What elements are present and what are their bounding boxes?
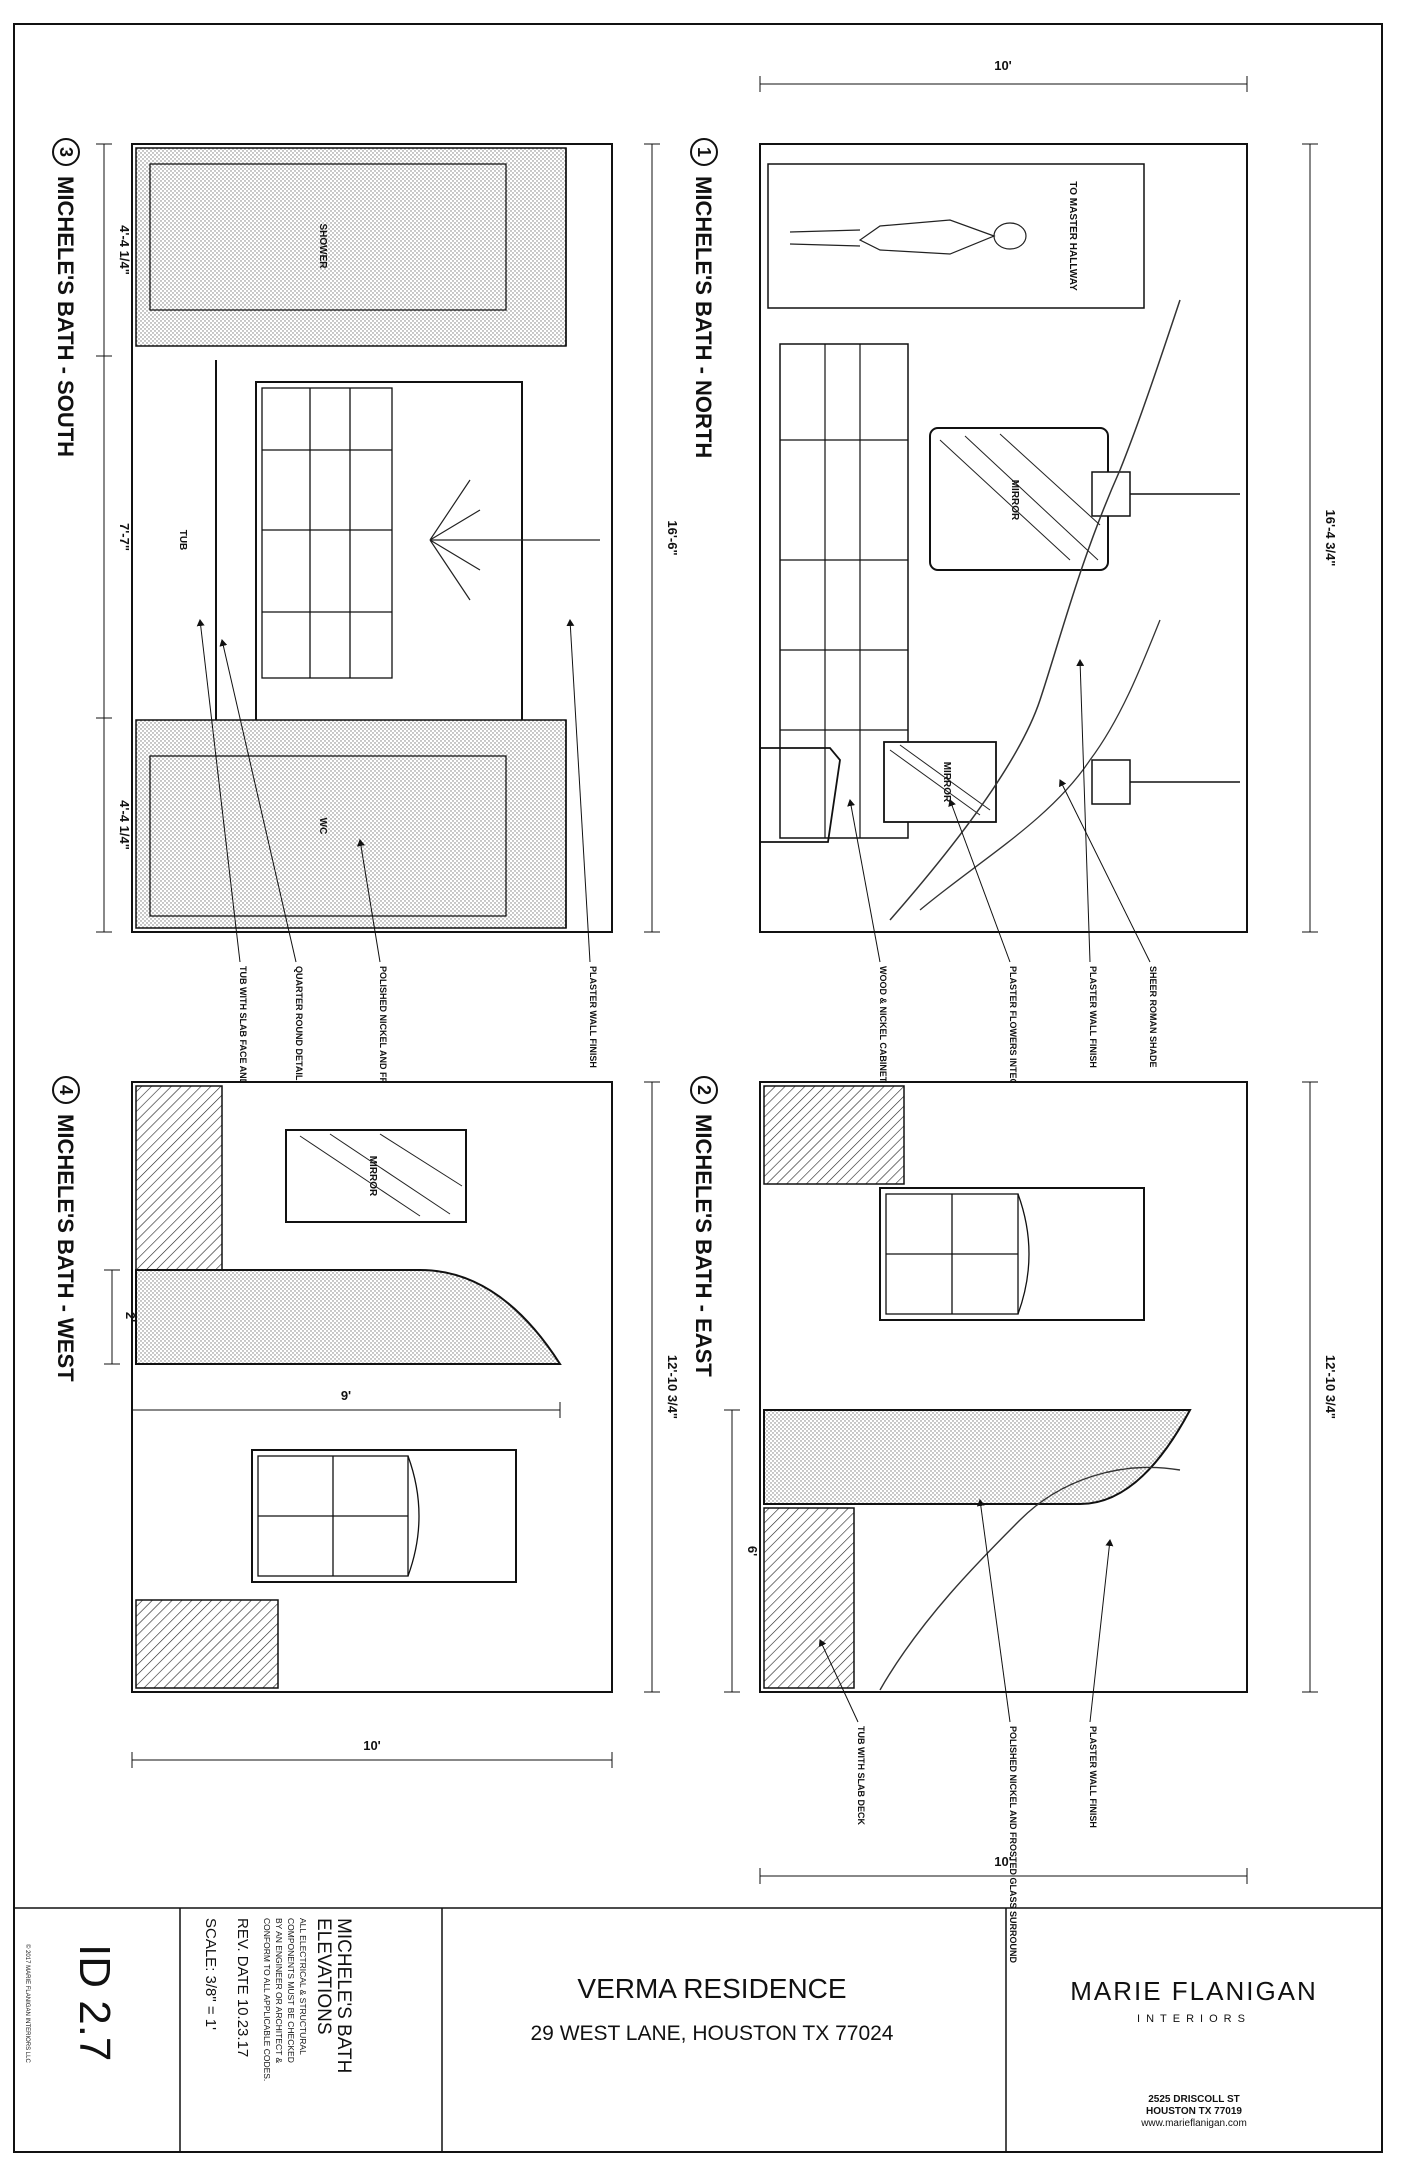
east-number: 2 — [694, 1085, 714, 1095]
east-number-badge — [690, 1076, 718, 1104]
east-dim-6: 6' — [745, 1546, 760, 1556]
rev-date: REV. DATE 10.23.17 — [234, 1918, 251, 2057]
title-block — [14, 1907, 1382, 2152]
east-notes: PLASTER WALL FINISH POLISHED NICKEL AND … — [856, 1726, 1098, 1964]
east-dim-height: 12'-10 3/4" — [1323, 1355, 1338, 1419]
west-number: 4 — [56, 1085, 76, 1095]
north-notes: SHEER ROMAN SHADE PLASTER WALL FINISH PL… — [878, 966, 1158, 1168]
north-number-badge — [690, 138, 718, 166]
south-dim-a: 4'-4 1/4" — [117, 225, 132, 275]
east-dimensions — [724, 1081, 1318, 1884]
firm-address-1: 2525 DRISCOLL ST — [1148, 2094, 1240, 2105]
firm-address-2: HOUSTON TX 77019 — [1146, 2106, 1242, 2117]
disclaimer-line-3: BY AN ENGINEER OR ARCHITECT & — [274, 1918, 284, 2063]
copyright: © 2017 MARIE FLANIGAN INTERIORS LLC — [24, 1944, 31, 2063]
disclaimer-line-4: CONFORM TO ALL APPLICABLE CODES. — [262, 1918, 272, 2081]
north-label-mirror-a: MIRROR — [1009, 480, 1020, 521]
south-number: 3 — [56, 147, 76, 157]
south-label-tub: TUB — [177, 530, 188, 551]
north-note-cabinetry: WOOD & NICKEL CABINETRY — [878, 966, 888, 1095]
sheet-border — [13, 23, 1383, 2153]
east-note-tub: TUB WITH SLAB DECK — [856, 1726, 866, 1825]
east-dim-width: 10' — [994, 1854, 1012, 1869]
west-title: MICHELE'S BATH - WEST — [53, 1114, 78, 1382]
disclaimer-line-2: COMPONENTS MUST BE CHECKED — [286, 1918, 296, 2063]
sheet-id: ID 2.7 — [70, 1944, 119, 2061]
south-dimensions — [96, 143, 660, 933]
west-dim-width: 10' — [363, 1738, 381, 1753]
east-note-plaster: PLASTER WALL FINISH — [1088, 1726, 1098, 1828]
north-note-flowers: PLASTER FLOWERS INTEGRATED INTO WALL — [1008, 966, 1018, 1168]
firm-name: MARIE FLANIGAN — [1070, 1976, 1318, 2006]
sheet-title-line-1: MICHELE'S BATH — [333, 1918, 354, 2073]
south-label-wc: WC — [317, 818, 328, 835]
elevation-east — [759, 1081, 1248, 1693]
west-dimensions — [104, 1081, 660, 1768]
elevation-west — [131, 1081, 613, 1693]
south-note-plaster: PLASTER WALL FINISH — [588, 966, 598, 1068]
east-title: MICHELE'S BATH - EAST — [691, 1114, 716, 1377]
south-dim-b: 7'-7" — [117, 523, 132, 551]
west-dim-height: 12'-10 3/4" — [665, 1355, 680, 1419]
disclaimer-line-1: ALL ELECTRICAL & STRUCTURAL — [298, 1918, 308, 2055]
north-dim-width: 10' — [994, 58, 1012, 73]
south-dim-c: 4'-4 1/4" — [117, 800, 132, 850]
north-dim-height: 16'-4 3/4" — [1323, 510, 1338, 567]
south-number-badge — [52, 138, 80, 166]
south-note-quarter: QUARTER ROUND DETAIL WITH SLAB — [294, 966, 304, 1133]
north-note-plaster: PLASTER WALL FINISH — [1088, 966, 1098, 1068]
firm-address-3: www.marieflanigan.com — [1140, 2118, 1247, 2129]
north-title: MICHELE'S BATH - NORTH — [691, 176, 716, 458]
west-dim-2: 2' — [123, 1312, 138, 1322]
south-title: MICHELE'S BATH - SOUTH — [53, 176, 78, 457]
south-note-tub: TUB WITH SLAB FACE AND DECK — [238, 966, 248, 1114]
project-address: 29 WEST LANE, HOUSTON TX 77024 — [531, 2022, 894, 2045]
east-note-surround: POLISHED NICKEL AND FROSTED GLASS SURROU… — [1008, 1726, 1018, 1964]
firm-subtitle: INTERIORS — [1137, 2013, 1251, 2025]
project-name: VERMA RESIDENCE — [577, 1973, 846, 2004]
north-number: 1 — [694, 147, 714, 157]
north-label-mirror-b: MIRROR — [941, 762, 952, 803]
east-leaders — [818, 1499, 1114, 1723]
west-dim-9: 9' — [341, 1388, 351, 1403]
west-label-mirror: MIRROR — [367, 1156, 378, 1197]
elevation-south — [131, 143, 613, 933]
sheet-title-line-2: ELEVATIONS — [313, 1918, 334, 2035]
north-label-hallway: TO MASTER HALLWAY — [1067, 181, 1078, 291]
north-note-shade: SHEER ROMAN SHADE — [1148, 966, 1158, 1068]
south-dim-total: 16'-6" — [665, 520, 680, 555]
elevation-north — [759, 143, 1248, 933]
north-dimensions — [759, 76, 1318, 933]
south-label-shower: SHOWER — [317, 224, 328, 270]
north-leaders — [847, 659, 1151, 963]
south-leaders — [196, 619, 591, 963]
scale: SCALE: 3/8" = 1' — [202, 1918, 219, 2030]
west-number-badge — [52, 1076, 80, 1104]
